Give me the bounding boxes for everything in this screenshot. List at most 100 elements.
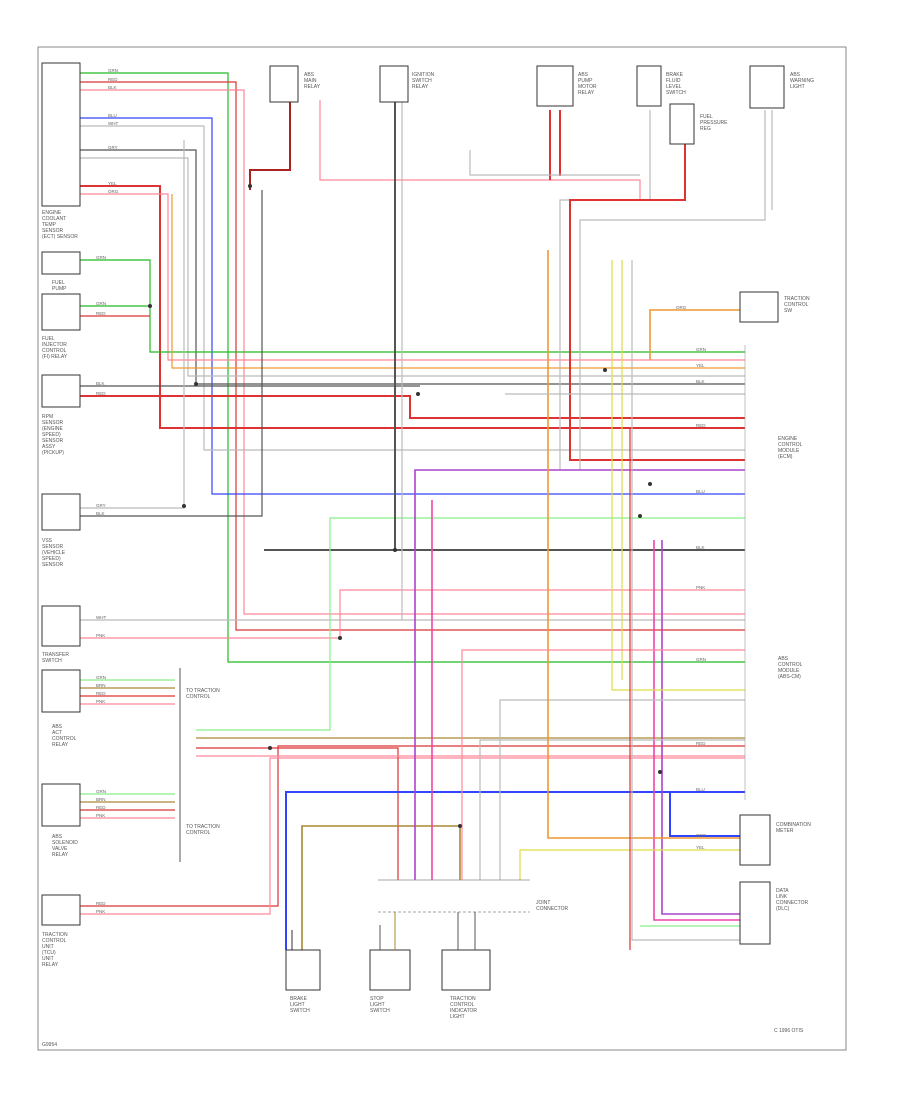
fuel-injector-label-1: INJECTOR: [42, 342, 67, 348]
abs-control-box: [41, 669, 81, 713]
wire-label: BLK: [96, 381, 105, 386]
wire-label: PNK: [96, 633, 105, 638]
rpm-sensor-label-1: SENSOR: [42, 420, 64, 426]
wire-label: RED: [96, 311, 106, 316]
top-2-label-1: SWITCH: [412, 78, 432, 84]
injector-connector-box: [41, 374, 81, 408]
wire-label: GRN: [108, 68, 118, 73]
wire-gray-6: [499, 699, 745, 880]
wire-label: GRN: [96, 301, 106, 306]
rpm-sensor-box: [41, 493, 81, 531]
data-link-connector-box: [739, 881, 771, 945]
wire-label: PNK: [96, 699, 105, 704]
fuel-injector-label-0: FUEL: [42, 336, 55, 342]
group-2-label-0: TO TRACTION: [186, 824, 220, 830]
wire-red-1: [80, 81, 745, 631]
engine-sensor-box: [41, 62, 81, 207]
vss-sensor-label-2: (VEHICLE: [42, 550, 66, 556]
transfer-switch-label-0: TRANSFER: [42, 652, 69, 658]
top-3-label-1: PUMP: [578, 78, 593, 84]
wire-red-top5: [569, 140, 745, 461]
wire-label: WHT: [96, 615, 106, 620]
top-1-label-2: RELAY: [304, 84, 321, 90]
tcu-label-4: UNIT: [42, 956, 54, 962]
wire-green-2: [80, 259, 745, 353]
abs-solenoid-label-0: ABS: [52, 834, 63, 840]
wire-purple-2: [661, 540, 740, 915]
wire-red-8: [196, 747, 399, 880]
footer-right-code: C 1996 OTIS: [774, 1028, 804, 1034]
wire-gray-1: [80, 125, 745, 451]
combination-meter-box: [739, 814, 771, 866]
wire-darkred-top1: [249, 100, 291, 190]
wire-label: PNK: [96, 909, 105, 914]
wire-label: BLK: [96, 511, 105, 516]
bottom-2-label-2: SWITCH: [370, 1008, 390, 1014]
group-1-label-0: TO TRACTION: [186, 688, 220, 694]
wire-label: ORG: [696, 833, 707, 838]
group-2-label-1: CONTROL: [186, 830, 211, 836]
top-2-label-2: RELAY: [412, 84, 429, 90]
right-5-label-1: LINK: [776, 894, 788, 900]
wires: [80, 72, 773, 950]
wire-pink-top1: [319, 100, 641, 200]
ignition-switch-box: [379, 65, 409, 103]
wire-pink-3: [80, 589, 745, 639]
tcu-label-1: CONTROL: [42, 938, 67, 944]
splice-dot: [658, 770, 662, 774]
wire-label: GRY: [108, 145, 118, 150]
wire-label: BLK: [696, 545, 705, 550]
wire-label: BLU: [696, 787, 705, 792]
rpm-sensor-label-6: (PICKUP): [42, 450, 64, 456]
traction-control-sw-box: [739, 291, 779, 323]
wire-label: BRN: [96, 797, 106, 802]
top-6-label-1: WARNING: [790, 78, 814, 84]
junction-label-0: JOINT: [536, 900, 550, 906]
engine-sensor-label-2: TEMP: [42, 222, 57, 228]
traction-control-indicator-box: [441, 949, 491, 991]
wire-label: GRY: [96, 503, 106, 508]
abs-warning-light-box: [749, 65, 785, 109]
brake-light-switch-box: [285, 949, 321, 991]
right-5-label-0: DATA: [776, 888, 789, 894]
wire-magenta-2: [653, 540, 740, 921]
right-4-label-1: METER: [776, 828, 794, 834]
abs-pump-motor-box: [536, 65, 574, 107]
tcu-label-0: TRACTION: [42, 932, 68, 938]
rpm-sensor-label-2: (ENGINE: [42, 426, 64, 432]
wire-red-2: [80, 185, 745, 429]
traction-control-unit-box: [41, 894, 81, 926]
splice-dot: [416, 392, 420, 396]
wire-label: PNK: [696, 585, 705, 590]
splice-dots: [148, 184, 662, 828]
top-3-label-0: ABS: [578, 72, 589, 78]
splice-dot: [338, 636, 342, 640]
wire-label: RED: [96, 805, 106, 810]
fuel-injector-label-2: CONTROL: [42, 348, 67, 354]
wire-label: BLK: [696, 379, 705, 384]
splice-dot: [268, 746, 272, 750]
abs-control-label-3: RELAY: [52, 742, 69, 748]
engine-sensor-label-3: SENSOR: [42, 228, 64, 234]
wire-pink-2: [80, 193, 745, 361]
splice-dot: [603, 368, 607, 372]
right-2-label-3: (ECM): [778, 454, 793, 460]
tcu-label-2: UNIT: [42, 944, 54, 950]
top-5-label-0: FUEL: [700, 114, 713, 120]
transfer-switch-box: [41, 605, 81, 647]
wire-yellow-2: [611, 260, 745, 691]
top-4-label-3: SWITCH: [666, 90, 686, 96]
wire-gray-7: [631, 260, 740, 941]
wire-label: YEL: [108, 181, 117, 186]
fuel-injector-label-3: (FI) RELAY: [42, 354, 68, 360]
wire-gray-top5: [469, 150, 640, 176]
